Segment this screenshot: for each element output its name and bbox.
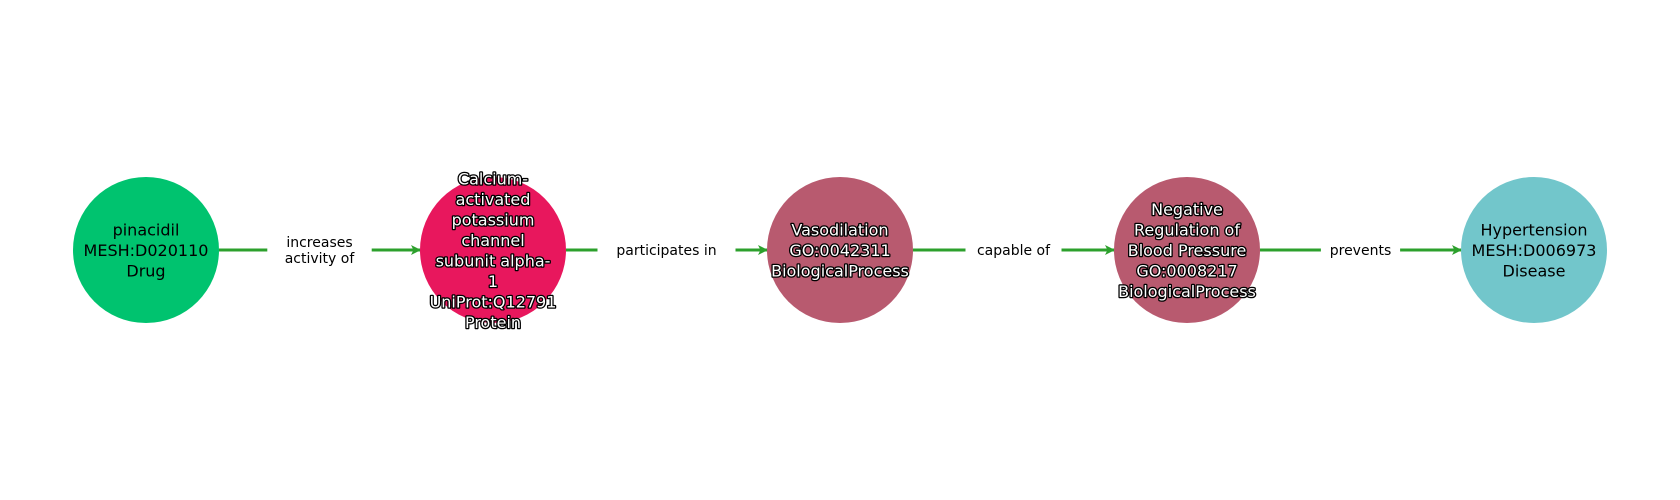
edge-label: capable of <box>977 243 1051 259</box>
edge-label-background <box>965 240 1062 260</box>
node-label-line: channel <box>461 231 524 250</box>
node-label-line: Drug <box>126 262 165 281</box>
node-circle <box>767 177 913 323</box>
node-label-line: Vasodilation <box>791 221 888 240</box>
edge-label-background <box>597 240 736 260</box>
node-label-line: Regulation of <box>1134 221 1240 240</box>
node-label-line: Hypertension <box>1480 221 1587 240</box>
node-label-line: potassium <box>452 210 535 229</box>
node-label-line: BiologicalProcess <box>1118 282 1256 301</box>
edge-label-line: increases <box>286 235 352 251</box>
node-label-line: MESH:D006973 <box>1472 241 1597 260</box>
node-label-line: BiologicalProcess <box>771 262 909 281</box>
node-circle <box>1461 177 1607 323</box>
edge-label-line: capable of <box>977 243 1051 259</box>
node-label-line: Disease <box>1503 262 1566 281</box>
node-label-line: activated <box>456 190 531 209</box>
node-circle <box>1114 177 1260 323</box>
node-label-line: UniProt:Q12791 <box>430 292 557 311</box>
edge-label-line: activity of <box>285 251 356 267</box>
node-label-line: Protein <box>465 313 521 332</box>
node-label-line: Negative <box>1151 200 1223 219</box>
node-label-line: Blood Pressure <box>1128 241 1247 260</box>
edge-label-background <box>1320 240 1401 260</box>
node-label-line: GO:0008217 <box>1136 262 1237 281</box>
node-label-line: Calcium- <box>458 169 528 188</box>
edge-label: prevents <box>1330 243 1392 259</box>
node-circle <box>73 177 219 323</box>
node-label-line: 1 <box>488 272 498 291</box>
edge-label-background <box>267 232 372 268</box>
edge-label-line: prevents <box>1330 243 1392 259</box>
node-label-line: MESH:D020110 <box>84 241 209 260</box>
node-label-line: GO:0042311 <box>789 241 890 260</box>
node-circle <box>420 177 566 323</box>
node-label-line: subunit alpha- <box>436 251 551 270</box>
node-label-line: pinacidil <box>113 221 180 240</box>
edge-label: participates in <box>616 243 716 259</box>
edge-label-line: participates in <box>616 243 716 259</box>
